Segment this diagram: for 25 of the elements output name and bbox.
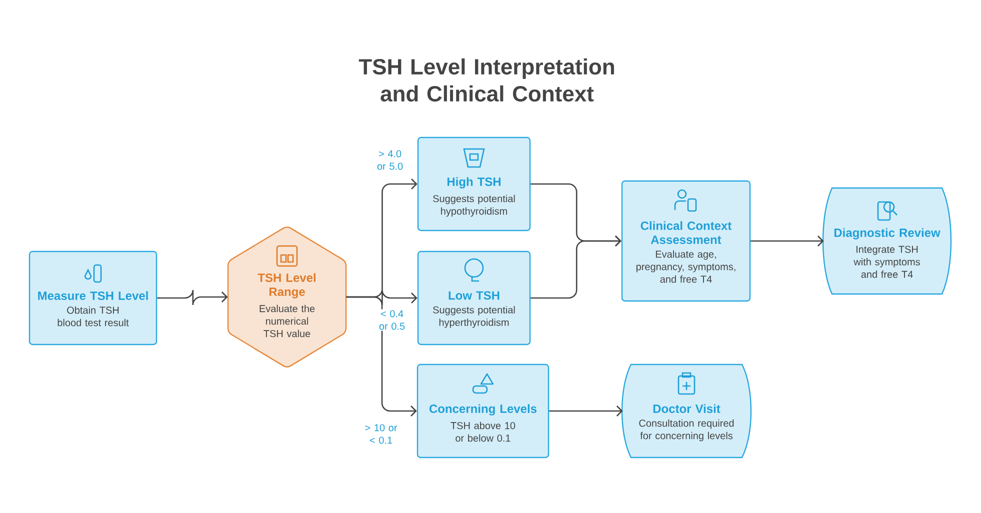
box-heading: Measure TSH Level [38,291,148,300]
box-heading: Concerning Levels [429,404,537,416]
box-heading: Doctor Visit [653,404,720,413]
arrow [346,296,417,416]
box-description: TSH above 10 or below 0.1 [450,422,516,442]
title: TSH Level Interpretation and Clinical Context [358,58,614,102]
box-description: Integrate TSH with symptoms and free T4 [854,246,920,278]
box-heading: Clinical Context Assessment [640,221,732,244]
box-heading: TSH Level Range [258,273,316,298]
box-heading: Low TSH [448,291,500,300]
arrow [750,236,824,246]
box-description: Evaluate age, pregnancy, symptoms, and free T4 [636,250,736,283]
arrow [530,236,622,299]
box-heading: High TSH [447,177,501,188]
arrow [549,406,623,416]
edge-label: > 10 or < 0.1 [360,423,402,445]
edge-label: > 4.0 or 5.0 [369,149,411,171]
box-description: Suggests potential hypothyroidism [433,194,515,217]
box-description: Suggests potential hyperthyroidism [433,306,515,328]
box-description: Evaluate the numerical TSH value [260,304,315,338]
arrow [157,289,228,306]
edge-label: < 0.4 or 0.5 [371,309,413,331]
box-description: Obtain TSH blood test result [58,306,129,326]
box-description: Consultation required for concerning levels [639,419,734,442]
box-heading: Diagnostic Review [834,228,940,240]
